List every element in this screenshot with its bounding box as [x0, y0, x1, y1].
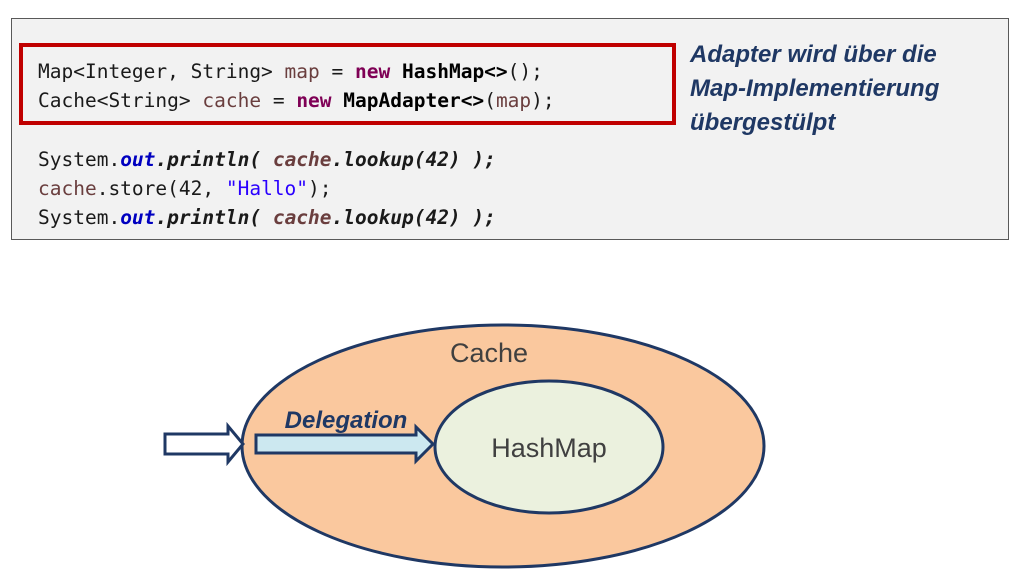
code-line-5: System.out.println( cache.lookup(42) );	[38, 203, 496, 232]
code-token: =	[319, 60, 356, 83]
code-token: System.	[38, 148, 121, 171]
code-token: .lookup(42) );	[331, 206, 496, 229]
code-token: Cache<String>	[38, 89, 203, 112]
code-token: new	[296, 89, 332, 112]
code-line-2: Cache<String> cache = new MapAdapter<>(m…	[38, 86, 555, 115]
delegation-label: Delegation	[285, 407, 408, 434]
highlight-box	[19, 43, 676, 125]
code-token: Map<Integer, String>	[38, 60, 285, 83]
code-line-3: System.out.println( cache.lookup(42) );	[38, 145, 496, 174]
hashmap-label: HashMap	[491, 433, 607, 463]
code-token: map	[495, 89, 532, 112]
code-token: MapAdapter<>	[343, 89, 485, 112]
code-token: "Hallo"	[225, 177, 309, 200]
code-token: =	[261, 89, 297, 112]
code-token: map	[284, 60, 320, 83]
code-token: System.	[38, 206, 121, 229]
code-token: .lookup(42) );	[331, 148, 496, 171]
code-token: cache	[38, 177, 97, 200]
code-token: cache	[272, 148, 332, 171]
code-line-1: Map<Integer, String> map = new HashMap<>…	[38, 57, 543, 86]
code-token: .store(42,	[96, 177, 226, 200]
note-line-3: übergestülpt	[690, 109, 836, 136]
code-token: cache	[202, 89, 262, 112]
code-token: .println(	[155, 148, 273, 171]
code-token: out	[120, 148, 156, 171]
code-token: (	[484, 89, 496, 112]
code-token: .println(	[155, 206, 273, 229]
code-line-4: cache.store(42, "Hallo");	[38, 174, 332, 203]
code-token: );	[531, 89, 555, 112]
code-token: cache	[272, 206, 332, 229]
code-token: new	[355, 60, 391, 83]
code-panel: Map<Integer, String> map = new HashMap<>…	[11, 18, 1009, 240]
incoming-arrow	[163, 421, 245, 467]
code-token: );	[308, 177, 332, 200]
note-line-1: Adapter wird über die	[690, 41, 937, 68]
note-line-2: Map-Implementierung	[690, 75, 940, 102]
delegation-arrow	[254, 423, 436, 465]
code-token: HashMap<>	[402, 60, 508, 83]
cache-label: Cache	[450, 338, 528, 368]
code-token: out	[120, 206, 156, 229]
code-token: ();	[507, 60, 543, 83]
hashmap-ellipse	[433, 379, 665, 515]
